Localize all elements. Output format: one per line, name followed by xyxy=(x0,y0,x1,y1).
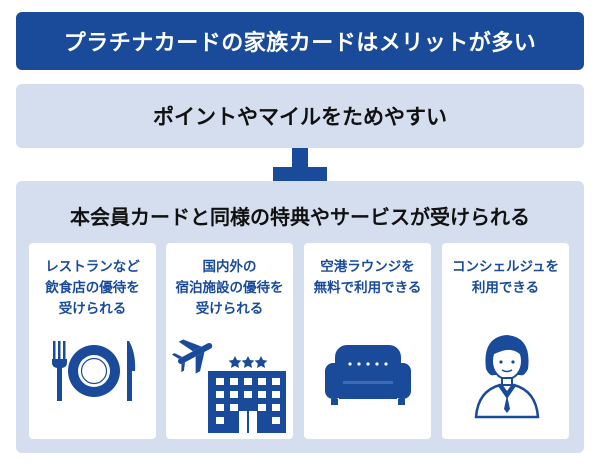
benefit-card-text: コンシェルジュを 利用できる xyxy=(442,257,569,299)
benefit-card-line: 無料で利用できる xyxy=(313,280,422,296)
benefit-card-line: 受けられる xyxy=(58,301,127,317)
benefit-card-concierge: コンシェルジュを 利用できる xyxy=(442,243,569,439)
page-title: プラチナカードの家族カードはメリットが多い xyxy=(16,12,584,70)
benefits-heading: 本会員カードと同様の特典やサービスが受けられる xyxy=(70,205,530,229)
benefit-card-text: レストランなど 飲食店の優待を 受けられる xyxy=(29,257,156,320)
benefit-card-line: 宿泊施設の優待を xyxy=(175,280,284,296)
concierge-icon xyxy=(474,335,540,419)
point-box: ポイントやマイルをためやすい xyxy=(16,84,584,148)
benefit-card-line: 利用できる xyxy=(471,280,540,296)
benefit-card-dining: レストランなど 飲食店の優待を 受けられる xyxy=(29,243,156,439)
dining-icon xyxy=(52,341,136,401)
benefit-card-line: 受けられる xyxy=(195,301,264,317)
benefit-card-line: 国内外の xyxy=(202,259,257,275)
benefit-card-line: 飲食店の優待を xyxy=(45,280,140,296)
benefit-card-hotel: 国内外の 宿泊施設の優待を 受けられる xyxy=(166,243,293,439)
benefit-card-line: レストランなど xyxy=(45,259,140,275)
benefit-card-text: 空港ラウンジを 無料で利用できる xyxy=(304,257,431,299)
benefit-card-text: 国内外の 宿泊施設の優待を 受けられる xyxy=(166,257,293,320)
benefit-card-line: 空港ラウンジを xyxy=(320,259,415,275)
lounge-sofa-icon xyxy=(325,345,411,405)
benefit-card-line: コンシェルジュを xyxy=(451,259,560,275)
point-box-text: ポイントやマイルをためやすい xyxy=(153,105,447,129)
travel-hotel-icon xyxy=(172,339,286,433)
benefit-card-lounge: 空港ラウンジを 無料で利用できる xyxy=(304,243,431,439)
benefits-panel: 本会員カードと同様の特典やサービスが受けられる レストランなど 飲食店の優待を … xyxy=(16,181,584,453)
